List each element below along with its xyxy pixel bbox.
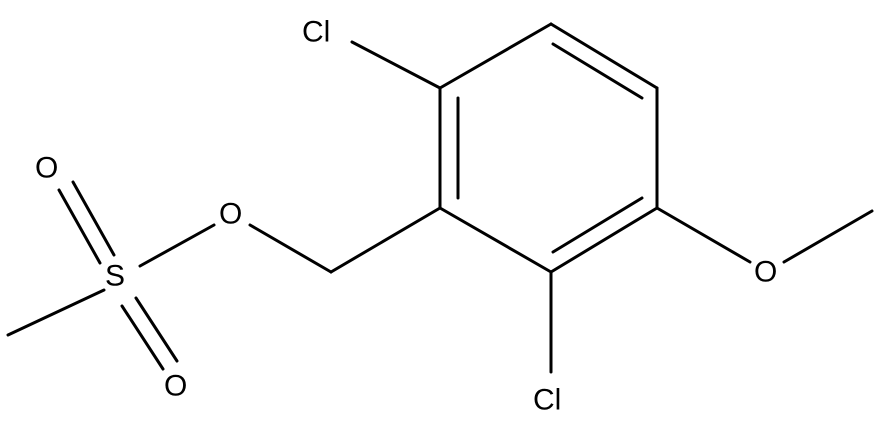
bond-s-ch3 (6, 288, 106, 337)
bond-o-methoxy-ch3 (782, 209, 874, 264)
atom-s: S (105, 260, 125, 293)
ring-inner-bond-c4-c5 (551, 196, 644, 254)
atom-o-methoxy: O (754, 256, 777, 289)
bond-s-o-top-a (57, 188, 102, 265)
atom-cl-bottom: Cl (533, 384, 561, 417)
atom-o-ester: O (219, 198, 242, 231)
ring-bond-c4-c5 (549, 206, 659, 274)
atom-o-sulfonyl-top: O (35, 152, 58, 185)
atom-cl-top: Cl (302, 16, 330, 49)
bond-c1-cl-top (350, 40, 442, 90)
ring-bond-c2-c3 (549, 22, 659, 90)
atom-o-sulfonyl-bottom: O (164, 370, 187, 403)
bond-o-ester-s (138, 223, 216, 268)
ring-bond-c1-c2 (438, 22, 553, 90)
bond-s-o-bottom-a (120, 304, 165, 371)
bond-s-o-bottom-b (134, 296, 179, 363)
bond-c4-o-methoxy (655, 206, 752, 264)
bond-c6-ch2 (329, 206, 442, 274)
bond-s-o-top-b (71, 180, 116, 257)
ring-bond-c5-c6 (438, 206, 553, 274)
bond-ch2-o-ester (248, 223, 333, 274)
ring-inner-bond-c2-c3 (551, 42, 644, 100)
